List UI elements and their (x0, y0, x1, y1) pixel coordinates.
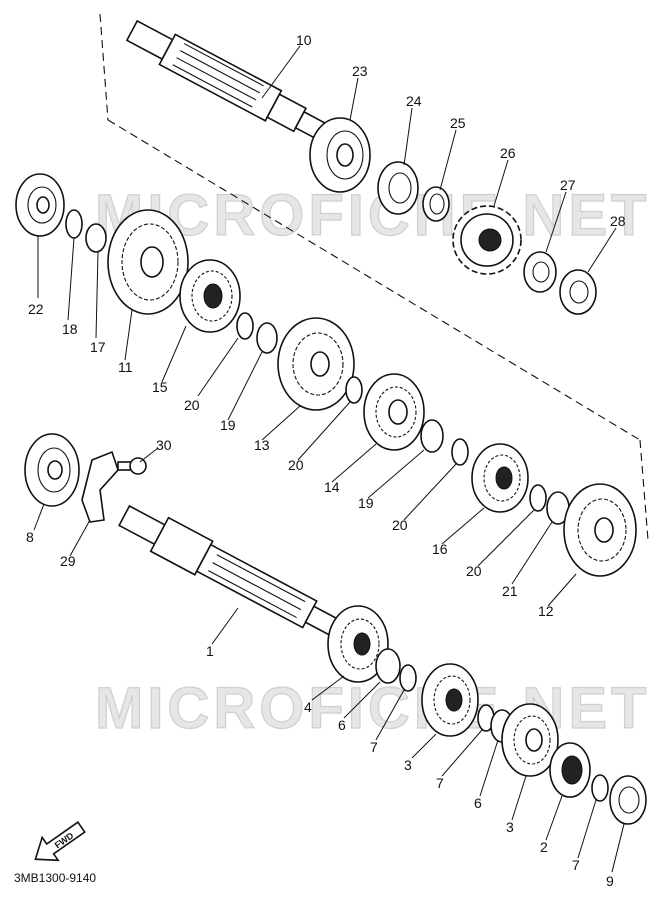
part-bearing-23 (309, 117, 371, 193)
part-gear-2 (549, 742, 591, 798)
part-washer-19b (420, 419, 444, 453)
label-7c: 7 (572, 857, 580, 873)
part-bearing-retainer-29 (81, 450, 119, 523)
label-12: 12 (538, 603, 554, 619)
label-18: 18 (62, 321, 78, 337)
label-27: 27 (560, 177, 576, 193)
part-bearing-22 (15, 173, 65, 237)
label-9: 9 (606, 873, 614, 889)
label-20b: 20 (288, 457, 304, 473)
label-17: 17 (90, 339, 106, 355)
part-gear-15 (179, 259, 241, 333)
label-19b: 19 (358, 495, 374, 511)
label-23: 23 (352, 63, 368, 79)
label-16: 16 (432, 541, 448, 557)
leader-lines (33, 45, 625, 873)
label-6a: 6 (338, 717, 346, 733)
part-gear-13 (277, 317, 355, 411)
label-7b: 7 (436, 775, 444, 791)
label-20a: 20 (184, 397, 200, 413)
watermark-top: MICROFICHE.NET (95, 183, 650, 248)
watermark-bottom: MICROFICHE.NET (95, 676, 650, 741)
label-19a: 19 (220, 417, 236, 433)
label-28: 28 (610, 213, 626, 229)
label-10: 10 (296, 32, 312, 48)
part-gear-14 (363, 373, 425, 451)
label-11: 11 (118, 359, 133, 375)
part-bearing-8 (24, 433, 80, 507)
label-2: 2 (540, 839, 548, 855)
part-oil-seal-24 (377, 161, 419, 215)
label-26: 26 (500, 145, 516, 161)
part-gear-3a (421, 663, 479, 737)
part-gear-12 (563, 483, 637, 577)
label-20d: 20 (466, 563, 482, 579)
part-lock-washer-27 (523, 251, 557, 293)
label-22: 22 (28, 301, 44, 317)
forward-direction-arrow-icon: FWD (34, 821, 86, 862)
part-washer-19a (256, 322, 278, 354)
label-20c: 20 (392, 517, 408, 533)
label-29: 29 (60, 553, 76, 569)
label-21: 21 (502, 583, 518, 599)
part-number-labels: 10 23 24 25 26 27 28 22 18 17 11 15 20 1… (26, 32, 626, 889)
alignment-guides (99, 13, 649, 541)
part-circlip-18 (65, 209, 83, 239)
label-15: 15 (152, 379, 168, 395)
label-4: 4 (304, 699, 312, 715)
diagram-code: 3MB1300-9140 (14, 871, 96, 885)
part-gear-11 (107, 209, 189, 315)
part-circlip-7a (399, 664, 417, 692)
label-24: 24 (406, 93, 422, 109)
label-1: 1 (206, 643, 214, 659)
part-gear-4 (327, 605, 389, 683)
label-7a: 7 (370, 739, 378, 755)
part-bearing-9 (609, 775, 647, 825)
part-washer-17 (85, 223, 107, 253)
label-3b: 3 (506, 819, 514, 835)
label-8: 8 (26, 529, 34, 545)
part-circlip-20d (529, 484, 547, 512)
label-30: 30 (156, 437, 172, 453)
part-drive-axle (125, 19, 330, 143)
part-drive-sprocket-26 (452, 205, 522, 275)
label-25: 25 (450, 115, 466, 131)
part-circlip-7c (591, 774, 609, 802)
part-collar-25 (422, 186, 450, 222)
part-screw-30 (117, 457, 147, 475)
label-13: 13 (254, 437, 270, 453)
part-circlip-20c (451, 438, 469, 466)
label-3a: 3 (404, 757, 412, 773)
part-nut-28 (559, 269, 597, 315)
part-gear-3b (501, 703, 559, 777)
part-gear-16 (471, 443, 529, 513)
part-washer-6a (375, 648, 401, 684)
part-main-axle-1 (118, 504, 340, 637)
label-14: 14 (324, 479, 340, 495)
part-circlip-20b (345, 376, 363, 404)
part-circlip-20a (236, 312, 254, 340)
label-6b: 6 (474, 795, 482, 811)
